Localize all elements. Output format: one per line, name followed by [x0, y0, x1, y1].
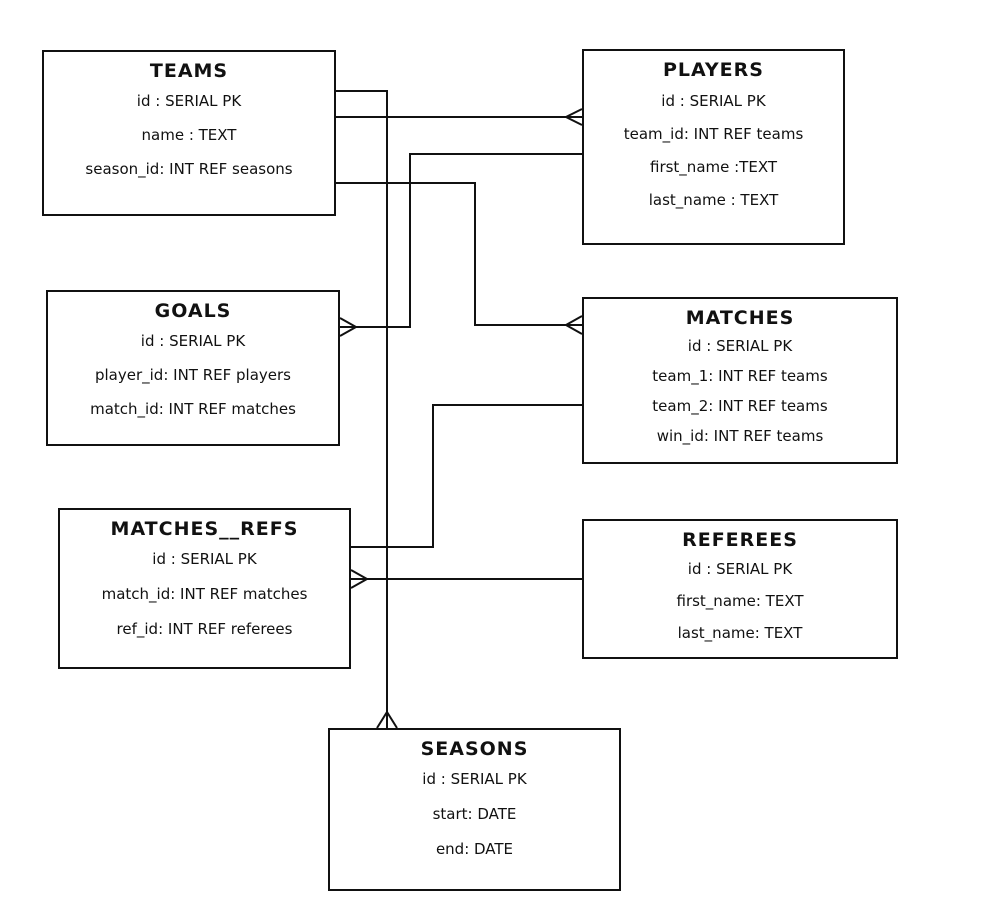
field-team-1: team_1: INT REF teams [652, 367, 828, 385]
entity-title: MATCHES [685, 307, 795, 329]
entity-title: SEASONS [420, 738, 529, 760]
entity-referees: REFEREES id : SERIAL PK first_name: TEXT… [582, 519, 898, 659]
field-first-name: first_name: TEXT [676, 592, 804, 610]
players-goals-connector [340, 153, 582, 328]
entity-title: GOALS [154, 300, 232, 322]
field-last-name: last_name: TEXT [677, 624, 803, 642]
field-last-name: last_name : TEXT [648, 191, 779, 209]
entity-fields: id : SERIAL PK match_id: INT REF matches… [60, 542, 349, 647]
field-match-id: match_id: INT REF matches [90, 400, 296, 418]
field-id: id : SERIAL PK [661, 92, 766, 110]
matchesrefs-crowsfoot [350, 569, 370, 589]
entity-title: TEAMS [149, 60, 229, 82]
seasons-crowsfoot [376, 710, 398, 729]
field-team-2: team_2: INT REF teams [652, 397, 828, 415]
teams-matches-connector [336, 182, 582, 326]
entity-title: MATCHES__REFS [110, 518, 299, 540]
entity-matches: MATCHES id : SERIAL PK team_1: INT REF t… [582, 297, 898, 464]
matches-crowsfoot [563, 315, 583, 335]
field-id: id : SERIAL PK [136, 92, 242, 110]
field-end: end: DATE [435, 840, 514, 858]
entity-fields: id : SERIAL PK team_1: INT REF teams tea… [584, 331, 896, 451]
field-id: id : SERIAL PK [152, 550, 257, 568]
field-first-name: first_name :TEXT [650, 158, 777, 176]
goals-crowsfoot [339, 317, 359, 337]
field-season-id: season_id: INT REF seasons [85, 160, 293, 178]
entity-fields: id : SERIAL PK first_name: TEXT last_nam… [584, 553, 896, 649]
field-player-id: player_id: INT REF players [94, 366, 291, 384]
teams-seasons-connector [336, 90, 388, 728]
entity-fields: id : SERIAL PK name : TEXT season_id: IN… [44, 84, 334, 186]
field-match-id: match_id: INT REF matches [101, 585, 308, 603]
field-win-id: win_id: INT REF teams [656, 427, 824, 445]
field-id: id : SERIAL PK [687, 560, 793, 578]
matches-matchesrefs-connector [351, 404, 582, 548]
entity-matches-refs: MATCHES__REFS id : SERIAL PK match_id: I… [58, 508, 351, 669]
entity-seasons: SEASONS id : SERIAL PK start: DATE end: … [328, 728, 621, 891]
entity-goals: GOALS id : SERIAL PK player_id: INT REF … [46, 290, 340, 446]
field-start: start: DATE [432, 805, 517, 823]
entity-fields: id : SERIAL PK team_id: INT REF teams fi… [584, 85, 843, 217]
field-id: id : SERIAL PK [422, 770, 527, 788]
players-crowsfoot [563, 108, 583, 126]
entity-fields: id : SERIAL PK start: DATE end: DATE [330, 762, 619, 867]
entity-teams: TEAMS id : SERIAL PK name : TEXT season_… [42, 50, 336, 216]
entity-fields: id : SERIAL PK player_id: INT REF player… [48, 324, 338, 426]
field-id: id : SERIAL PK [687, 337, 793, 355]
field-team-id: team_id: INT REF teams [623, 125, 804, 143]
field-ref-id: ref_id: INT REF referees [116, 620, 293, 638]
field-id: id : SERIAL PK [140, 332, 246, 350]
entity-players: PLAYERS id : SERIAL PK team_id: INT REF … [582, 49, 845, 245]
field-name: name : TEXT [141, 126, 237, 144]
entity-title: PLAYERS [663, 59, 764, 81]
entity-title: REFEREES [682, 529, 798, 551]
